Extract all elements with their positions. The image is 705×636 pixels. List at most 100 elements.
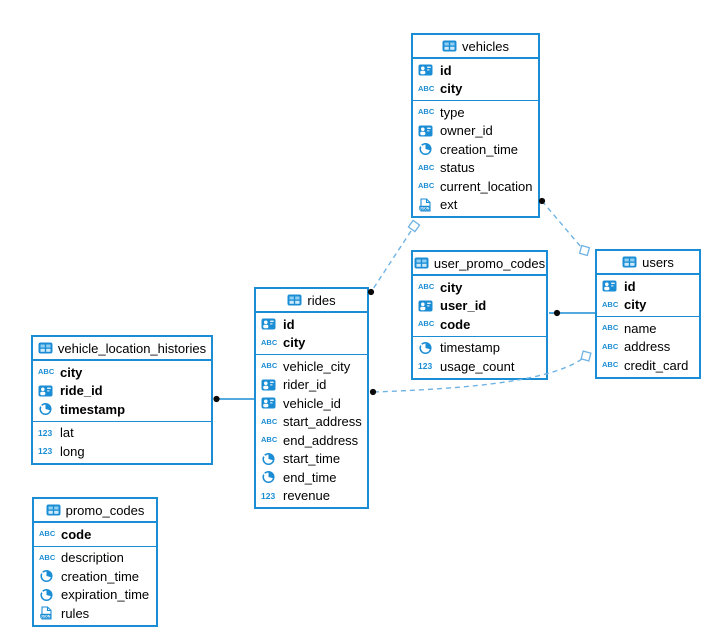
- column-label: code: [61, 526, 92, 542]
- column-label: type: [440, 104, 465, 120]
- column-code[interactable]: ABC code: [413, 315, 546, 334]
- column-label: start_time: [283, 451, 341, 467]
- text-type-icon: ABC: [261, 417, 278, 427]
- 123-glyph: 123: [38, 446, 53, 457]
- relation-rides-users[interactable]: [373, 358, 583, 393]
- table-header[interactable]: user_promo_codes: [413, 252, 546, 276]
- 123-glyph: 123: [261, 490, 276, 501]
- column-expiration_time[interactable]: expiration_time: [34, 586, 156, 605]
- text-type-icon: ABC: [602, 323, 619, 333]
- svg-text:JSON: JSON: [420, 206, 430, 210]
- text-type-icon: ABC: [418, 181, 435, 191]
- column-id[interactable]: id: [256, 315, 367, 334]
- column-vehicle_id[interactable]: vehicle_id: [256, 394, 367, 413]
- abc-glyph: ABC: [418, 181, 435, 191]
- text-type-icon: ABC: [602, 360, 619, 370]
- column-ride_id[interactable]: ride_id: [33, 382, 211, 401]
- column-start_time[interactable]: start_time: [256, 450, 367, 469]
- table-name: promo_codes: [65, 502, 145, 518]
- column-id[interactable]: id: [413, 61, 538, 80]
- table-name: vehicle_location_histories: [57, 340, 207, 356]
- column-label: user_id: [440, 298, 487, 314]
- timestamp-type-icon: [39, 588, 56, 602]
- table-header[interactable]: vehicle_location_histories: [33, 337, 211, 361]
- relation-vehicles-users[interactable]: [541, 200, 582, 248]
- text-type-icon: ABC: [261, 435, 278, 445]
- id-card-type-icon: [418, 299, 435, 313]
- table-name: vehicles: [462, 38, 509, 54]
- column-creation_time[interactable]: creation_time: [413, 140, 538, 159]
- column-vehicle_city[interactable]: ABC vehicle_city: [256, 357, 367, 376]
- text-type-icon: ABC: [418, 107, 435, 117]
- column-id[interactable]: id: [597, 277, 699, 296]
- abc-glyph: ABC: [418, 107, 435, 117]
- column-type[interactable]: ABC type: [413, 103, 538, 122]
- column-label: vehicle_city: [283, 358, 351, 374]
- column-label: timestamp: [440, 340, 500, 356]
- json-type-icon: JSON: [39, 606, 56, 620]
- column-timestamp[interactable]: timestamp: [33, 400, 211, 419]
- table-header[interactable]: vehicles: [413, 35, 538, 59]
- column-label: id: [624, 278, 636, 294]
- text-type-icon: ABC: [418, 319, 435, 329]
- column-creation_time[interactable]: creation_time: [34, 567, 156, 586]
- column-owner_id[interactable]: owner_id: [413, 122, 538, 141]
- abc-glyph: ABC: [39, 529, 56, 539]
- abc-glyph: ABC: [261, 435, 278, 445]
- table-icon: [287, 294, 302, 306]
- column-end_time[interactable]: end_time: [256, 468, 367, 487]
- abc-glyph: ABC: [602, 360, 619, 370]
- table-header[interactable]: promo_codes: [34, 499, 156, 523]
- text-type-icon: ABC: [261, 338, 278, 348]
- column-label: creation_time: [440, 141, 519, 157]
- relation-square-marker: [407, 219, 421, 233]
- column-label: city: [624, 297, 647, 313]
- column-label: city: [440, 81, 463, 97]
- column-user_id[interactable]: user_id: [413, 297, 546, 316]
- svg-text:JSON: JSON: [41, 615, 51, 619]
- table-icon: [38, 342, 53, 354]
- number-type-icon: 123: [261, 491, 278, 501]
- text-type-icon: ABC: [261, 361, 278, 371]
- column-code[interactable]: ABC code: [34, 525, 156, 544]
- column-label: code: [440, 316, 471, 332]
- abc-glyph: ABC: [38, 367, 55, 377]
- table-name: users: [642, 254, 674, 270]
- relation-vehicles-rides[interactable]: [372, 230, 412, 290]
- table-header[interactable]: users: [597, 251, 699, 275]
- column-timestamp[interactable]: timestamp: [413, 339, 546, 358]
- column-rider_id[interactable]: rider_id: [256, 376, 367, 395]
- table-header[interactable]: rides: [256, 289, 367, 313]
- timestamp-type-icon: [261, 452, 278, 466]
